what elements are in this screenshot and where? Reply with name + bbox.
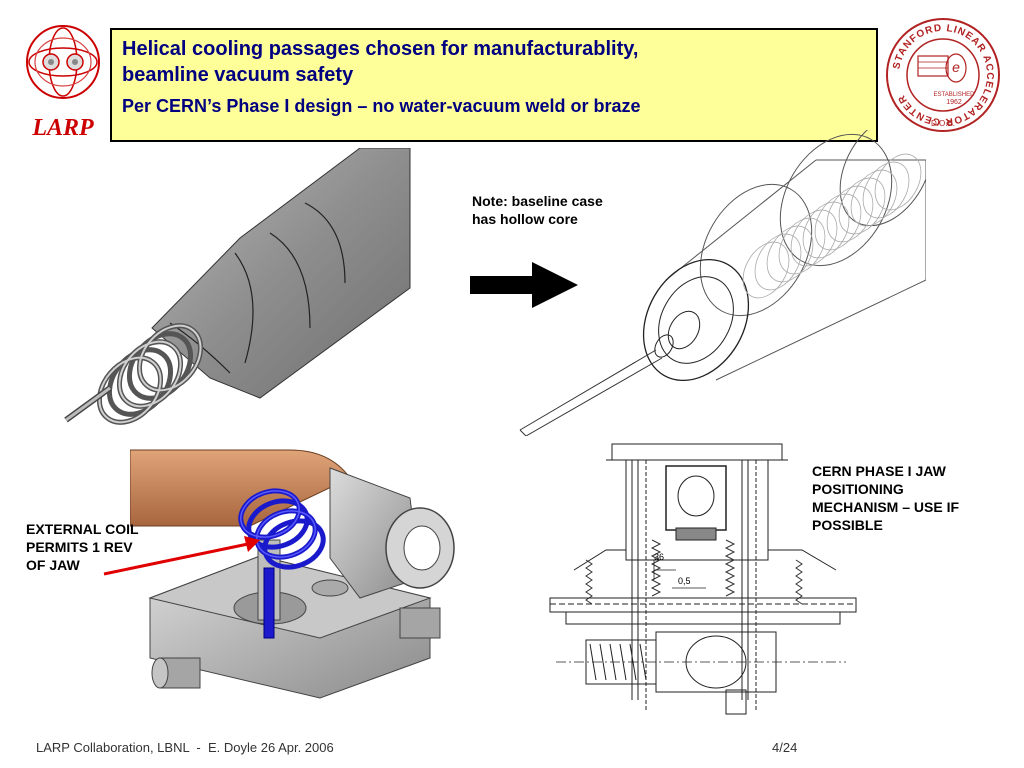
cern-mechanism-label: CERN PHASE I JAW POSITIONING MECHANISM –… bbox=[812, 462, 1012, 534]
larp-text: LARP bbox=[32, 115, 94, 141]
wireframe-jaw-render bbox=[516, 113, 933, 437]
external-coil-label: EXTERNAL COIL PERMITS 1 REV OF JAW bbox=[26, 520, 186, 574]
slac-established: ESTABLISHED bbox=[934, 92, 976, 98]
slac-doe: D.O.E. bbox=[931, 119, 955, 128]
note-line1: Note: baseline case bbox=[472, 193, 603, 209]
transition-arrow-icon bbox=[466, 260, 580, 310]
coil-line1: EXTERNAL COIL bbox=[26, 521, 139, 537]
cern-line2: POSITIONING bbox=[812, 481, 904, 497]
cern-line3: MECHANISM – USE IF bbox=[812, 499, 960, 515]
cern-mechanism-drawing: 36 0,5 bbox=[546, 440, 860, 720]
coil-line3: OF JAW bbox=[26, 557, 80, 573]
dimension-36: 36 bbox=[654, 552, 665, 562]
note-line2: has hollow core bbox=[472, 211, 578, 227]
larp-emblem-icon bbox=[26, 25, 100, 99]
slide-title-line2: beamline vacuum safety bbox=[122, 64, 354, 86]
slac-seal: STANFORD LINEAR ACCELERATOR CENTER e EST… bbox=[884, 16, 1002, 134]
title-box: Helical cooling passages chosen for manu… bbox=[110, 28, 878, 142]
coil-mechanism-render bbox=[129, 448, 460, 708]
page-number: 4/24 bbox=[772, 740, 798, 755]
slac-seal-icon: STANFORD LINEAR ACCELERATOR CENTER e EST… bbox=[886, 18, 1000, 132]
slide-subtitle: Per CERN’s Phase I design – no water-vac… bbox=[122, 96, 641, 116]
cern-line1: CERN PHASE I JAW bbox=[812, 463, 946, 479]
dimension-0-5: 0,5 bbox=[678, 576, 691, 586]
slide-title-line1: Helical cooling passages chosen for manu… bbox=[122, 38, 639, 60]
coil-pointer-arrow-icon bbox=[100, 520, 270, 580]
footer-credit: LARP Collaboration, LBNL - E. Doyle 26 A… bbox=[36, 740, 334, 755]
cern-line4: POSSIBLE bbox=[812, 517, 883, 533]
svg-text:e: e bbox=[952, 59, 960, 75]
larp-logo: LARP bbox=[22, 16, 104, 141]
coil-line2: PERMITS 1 REV bbox=[26, 539, 133, 555]
hollow-core-note: Note: baseline case has hollow core bbox=[472, 192, 662, 228]
solid-jaw-render bbox=[60, 147, 416, 430]
slac-year: 1962 bbox=[946, 99, 962, 106]
